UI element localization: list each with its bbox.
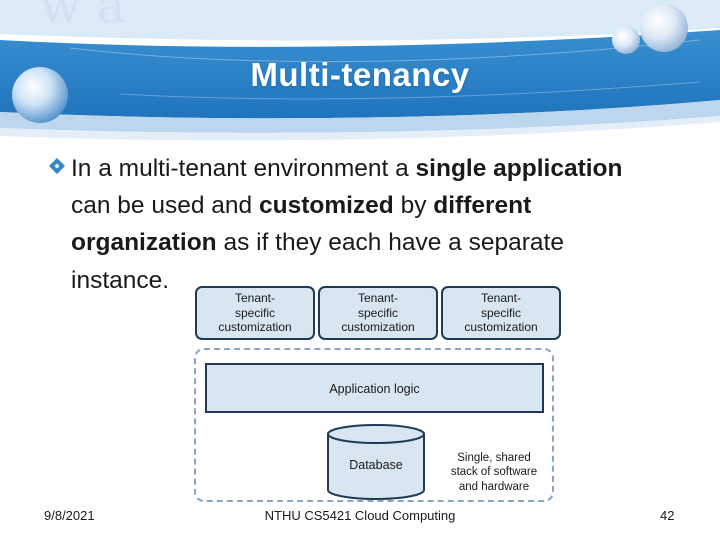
slide-title: Multi-tenancy — [250, 56, 470, 93]
header-band: w a Multi-tenancy — [0, 0, 720, 150]
shared-stack-frame — [194, 348, 554, 502]
bullet-text: In a multi-tenant environment a single a… — [71, 155, 623, 294]
diamond-bullet-icon — [49, 158, 65, 174]
header-background: w a — [0, 0, 720, 150]
database-label: Database — [349, 458, 403, 472]
database-cylinder-icon — [327, 424, 425, 500]
application-logic-label: Application logic — [329, 382, 420, 396]
shared-stack-label: Single, shared stack of software and har… — [450, 452, 538, 493]
page-number: 42 — [660, 508, 675, 523]
footer-course: NTHU CS5421 Cloud Computing — [264, 508, 456, 523]
application-logic-bar: Application logic — [205, 363, 544, 413]
footer-date: 9/8/2021 — [44, 508, 95, 523]
bullet-point: In a multi-tenant environment a single a… — [48, 150, 668, 299]
svg-text:w a: w a — [40, 0, 125, 34]
